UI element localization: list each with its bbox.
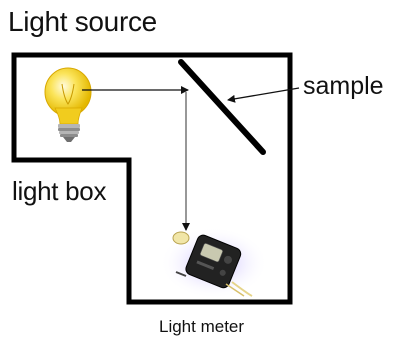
sample-plate: [178, 59, 266, 155]
light-meter-icon: [160, 227, 268, 299]
light-bulb-icon: [44, 67, 92, 142]
light-box-label: light box: [12, 176, 107, 206]
light-meter-label: Light meter: [159, 317, 245, 336]
sample-label: sample: [303, 72, 384, 100]
light-box-outline: [11, 52, 293, 305]
sample-pointer-arrow: [227, 87, 300, 103]
light-source-label: Light source: [8, 6, 157, 37]
